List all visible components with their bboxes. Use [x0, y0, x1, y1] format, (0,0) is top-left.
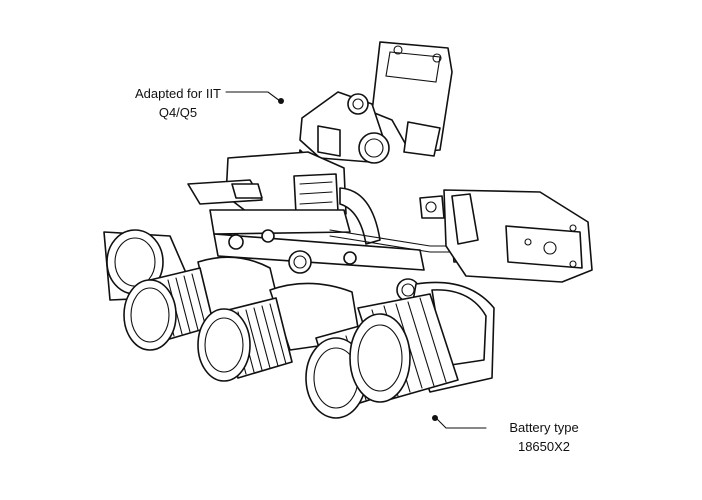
callout-battery-line1: Battery type — [509, 420, 579, 435]
lens-barrel-1 — [123, 267, 215, 351]
callout-iit-line1: Adapted for IIT — [135, 86, 221, 101]
battery-pack — [419, 189, 593, 283]
lens-barrel-4 — [349, 293, 459, 403]
callout-leader-bottom — [432, 415, 487, 429]
callout-iit: Adapted for IIT Q4/Q5 — [118, 84, 238, 122]
callout-battery: Battery type 18650X2 — [484, 418, 604, 456]
callout-battery-line2: 18650X2 — [517, 439, 571, 454]
power-cable — [329, 229, 501, 255]
lens-barrel-2 — [197, 297, 293, 382]
callout-iit-line2: Q4/Q5 — [158, 105, 198, 120]
callout-leader-top — [225, 91, 284, 104]
center-bridge — [187, 151, 425, 302]
